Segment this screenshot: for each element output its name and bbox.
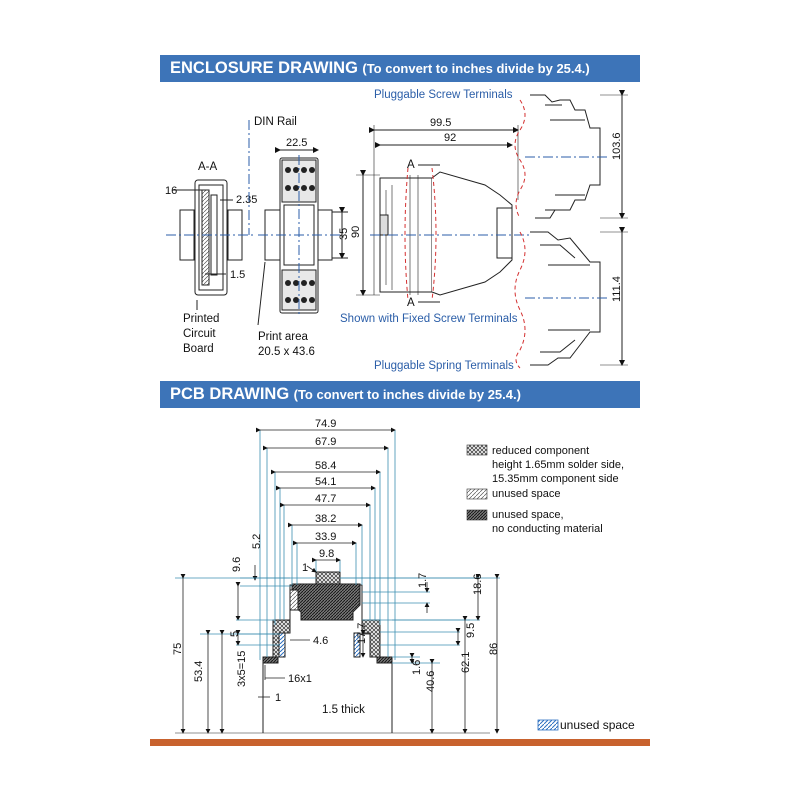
dim-1-bottom: 1 [275,692,281,704]
dim-5-2: 5.2 [251,534,263,549]
dim-99-5: 99.5 [430,117,451,129]
section-a-a-label: A-A [198,161,218,173]
pcb-outline: 1.5 thick [262,571,393,733]
dim-4-6: 4.6 [313,635,328,647]
pcb-label-3: Board [183,343,214,355]
enclosure-drawing-banner: ENCLOSURE DRAWING (To convert to inches … [160,55,640,82]
dim-1: 1 [302,562,308,574]
front-view: DIN Rail 22.5 35 Print area 20.5 x 43.6 [248,116,350,358]
legend-reduced-3: 15.35mm component side [492,473,619,485]
dim-103-6: 103.6 [611,132,623,160]
legend-reduced-2: height 1.65mm solder side, [492,459,624,471]
dim-1-6: 1.6 [411,660,423,675]
print-area-size: 20.5 x 43.6 [258,346,315,358]
legend-unused-nc-1: unused space, [492,509,564,521]
dim-33-9: 33.9 [315,531,336,543]
dim-92: 92 [444,132,456,144]
pluggable-screw-terminal-view: 103.6 [514,90,628,219]
din-rail-label: DIN Rail [254,116,297,128]
pcb-legend: reduced component height 1.65mm solder s… [466,444,635,732]
dim-18-6: 18.6 [472,574,484,595]
dim-16: 16 [165,185,177,197]
side-view: 99.5 92 90 A A [350,117,530,309]
label-pluggable-screw: Pluggable Screw Terminals [374,89,513,101]
dim-5: 5 [229,631,241,637]
dim-111-4: 111.4 [611,276,623,302]
legend-unused-bottom: unused space [560,718,635,732]
legend-swatch-reduced [466,444,488,456]
dim-58-4: 58.4 [315,460,336,472]
pluggable-spring-terminal-view: 111.4 [514,227,628,369]
dim-16x1: 16x1 [288,673,312,685]
legend-reduced-1: reduced component [492,445,589,457]
dim-35: 35 [338,228,350,240]
dim-9-6: 9.6 [231,557,243,572]
dim-62-1: 62.1 [460,652,472,673]
dim-40-6: 40.6 [425,671,437,692]
dim-67-9: 67.9 [315,436,336,448]
section-a-a-view: A-A 16 2.35 1.5 Printed Circuit Board [165,161,257,355]
dim-22-5: 22.5 [286,137,307,149]
pcb-drawing-banner: PCB DRAWING (To convert to inches divide… [160,381,640,408]
pcb-label-2: Circuit [183,328,216,340]
print-area-label: Print area [258,331,308,343]
dim-53-4: 53.4 [193,661,205,682]
pcb-title-note: (To convert to inches divide by 25.4.) [293,387,521,402]
legend-unused: unused space [492,488,561,500]
dim-2-35: 2.35 [236,194,257,206]
dim-75: 75 [172,643,184,655]
label-fixed-screw: Shown with Fixed Screw Terminals [340,313,518,325]
label-pluggable-spring: Pluggable Spring Terminals [374,360,514,372]
dim-86: 86 [488,643,500,655]
pcb-label-1: Printed [183,313,219,325]
pcb-title: PCB DRAWING [170,385,290,403]
front-terminals [285,167,315,303]
legend-swatch-unused [466,488,488,500]
dim-9-8: 9.8 [319,548,334,560]
dim-90: 90 [350,226,362,238]
dim-47-7: 47.7 [315,493,336,505]
dim-38-2: 38.2 [315,513,336,525]
legend-swatch-unused-nc [466,509,488,521]
section-mark-top: A [407,159,415,171]
dim-9-5: 9.5 [465,623,477,638]
pcb-vertical-dimensions [175,565,500,734]
dim-1-5: 1.5 [230,269,245,281]
enclosure-title: ENCLOSURE DRAWING [170,59,358,77]
footer-bar [150,739,650,746]
dim-17-7: 17.7 [356,623,368,644]
section-mark-bottom: A [407,297,415,309]
legend-swatch-unused-blue [537,719,559,731]
dim-54-1: 54.1 [315,476,336,488]
legend-unused-nc-2: no conducting material [492,523,603,535]
pcb-thickness-label: 1.5 thick [322,704,365,716]
dim-3x5-15: 3x5=15 [236,651,248,687]
dim-1-7: 1.7 [417,573,429,588]
pcb-horizontal-dimensions [175,427,490,734]
dim-74-9: 74.9 [315,418,336,430]
enclosure-title-note: (To convert to inches divide by 25.4.) [362,61,590,76]
